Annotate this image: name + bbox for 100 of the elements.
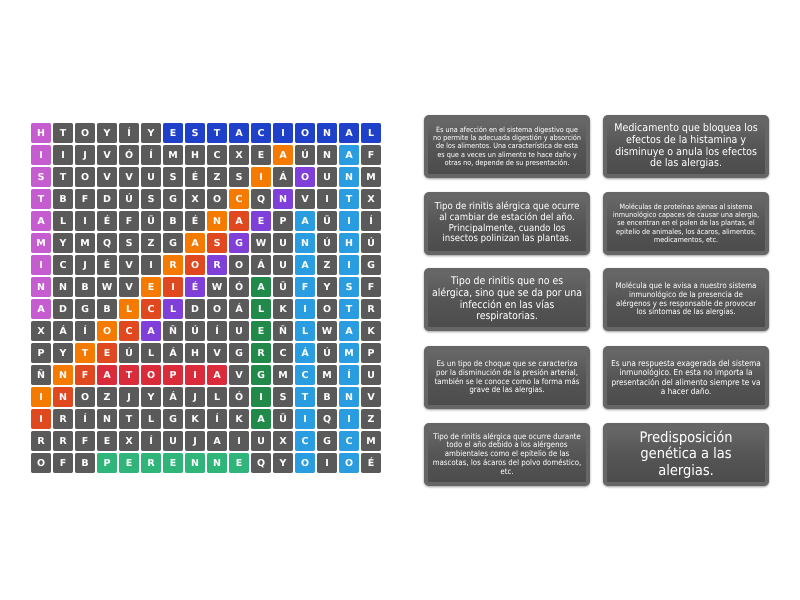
letter-tile: I	[295, 409, 315, 429]
clue-text: Predisposición genética a las alergias.	[638, 430, 734, 479]
letter-tile: N	[339, 387, 359, 407]
letter-tile: N	[295, 233, 315, 253]
letter-tile: U	[229, 321, 249, 341]
letter-tile: Ú	[119, 343, 139, 363]
letter-tile: U	[251, 431, 271, 451]
letter-tile: U	[141, 167, 161, 187]
clue-card	[603, 115, 769, 178]
letter-tile: G	[75, 299, 95, 319]
letter-tile: C	[119, 321, 139, 341]
clue-text: Medicamento que bloquea los efectos de la histamina y disminuye o anula los efectos de las alergias.	[613, 122, 759, 170]
letter-tile: Ñ	[163, 321, 183, 341]
letter-tile: S	[185, 123, 205, 143]
letter-tile: É	[361, 453, 381, 473]
letter-tile: S	[141, 189, 161, 209]
letter-tile: R	[207, 255, 227, 275]
letter-tile: C	[141, 299, 161, 319]
letter-tile: U	[163, 431, 183, 451]
letter-tile: F	[295, 277, 315, 297]
letter-tile: R	[251, 343, 271, 363]
letter-tile: Ó	[229, 277, 249, 297]
letter-tile: W	[317, 321, 337, 341]
letter-tile: Y	[53, 233, 73, 253]
letter-tile: G	[317, 431, 337, 451]
letter-tile: D	[185, 299, 205, 319]
letter-tile: Í	[339, 365, 359, 385]
letter-tile: A	[339, 123, 359, 143]
letter-tile: I	[251, 387, 271, 407]
letter-tile: Á	[251, 255, 271, 275]
letter-tile: R	[141, 453, 161, 473]
letter-tile: F	[75, 431, 95, 451]
letter-tile: Ü	[273, 277, 293, 297]
letter-tile: O	[295, 453, 315, 473]
letter-tile: G	[251, 365, 271, 385]
letter-tile: R	[53, 409, 73, 429]
letter-tile: W	[251, 233, 271, 253]
letter-tile: T	[75, 343, 95, 363]
letter-tile: N	[273, 189, 293, 209]
letter-tile: L	[295, 321, 315, 341]
letter-tile: J	[185, 387, 205, 407]
letter-tile: D	[97, 189, 117, 209]
letter-tile: M	[75, 233, 95, 253]
letter-tile: Í	[207, 409, 227, 429]
letter-tile: H	[185, 145, 205, 165]
letter-tile: N	[53, 277, 73, 297]
letter-tile: V	[207, 343, 227, 363]
letter-tile: N	[53, 387, 73, 407]
letter-tile: M	[273, 365, 293, 385]
letter-tile: B	[97, 299, 117, 319]
letter-tile: A	[229, 211, 249, 231]
letter-tile: Í	[207, 321, 227, 341]
letter-tile: A	[273, 145, 293, 165]
letter-tile: A	[97, 365, 117, 385]
letter-tile: F	[361, 277, 381, 297]
clue-card	[603, 268, 769, 331]
letter-tile: A	[141, 321, 161, 341]
letter-tile: V	[295, 189, 315, 209]
letter-tile: Ú	[185, 321, 205, 341]
letter-tile: B	[53, 189, 73, 209]
letter-tile: M	[339, 343, 359, 363]
letter-tile: I	[163, 277, 183, 297]
letter-tile: R	[361, 299, 381, 319]
letter-tile: R	[163, 255, 183, 275]
letter-tile: W	[97, 277, 117, 297]
clue-text: Tipo de rinitis alérgica que ocurre al cambiar de estación del año. Principalmente, cuando los insectos polinizan las plantas.	[434, 202, 580, 245]
letter-tile: Á	[163, 387, 183, 407]
letter-tile: V	[97, 145, 117, 165]
letter-tile: S	[31, 167, 51, 187]
letter-tile: X	[31, 321, 51, 341]
letter-tile: S	[207, 233, 227, 253]
clue-card	[603, 423, 769, 486]
letter-tile: C	[251, 123, 271, 143]
letter-tile: A	[31, 211, 51, 231]
clue-card	[424, 192, 590, 255]
letter-tile: B	[75, 277, 95, 297]
letter-tile: Ñ	[31, 365, 51, 385]
letter-tile: L	[207, 387, 227, 407]
letter-tile: X	[229, 145, 249, 165]
letter-tile: V	[229, 365, 249, 385]
letter-tile: I	[317, 189, 337, 209]
letter-tile: Q	[251, 189, 271, 209]
letter-tile: F	[75, 189, 95, 209]
letter-tile: O	[295, 167, 315, 187]
letter-tile: A	[207, 365, 227, 385]
letter-tile: T	[119, 409, 139, 429]
letter-tile: E	[251, 145, 271, 165]
letter-tile: P	[97, 453, 117, 473]
letter-tile: J	[185, 431, 205, 451]
letter-tile: Ü	[317, 211, 337, 231]
letter-tile: Í	[361, 211, 381, 231]
letter-tile: L	[361, 123, 381, 143]
letter-tile: S	[229, 167, 249, 187]
letter-tile: T	[339, 189, 359, 209]
letter-tile: O	[97, 321, 117, 341]
letter-tile: Á	[53, 321, 73, 341]
letter-tile: P	[31, 343, 51, 363]
letter-tile: C	[229, 189, 249, 209]
letter-tile: T	[295, 387, 315, 407]
letter-tile: G	[229, 343, 249, 363]
